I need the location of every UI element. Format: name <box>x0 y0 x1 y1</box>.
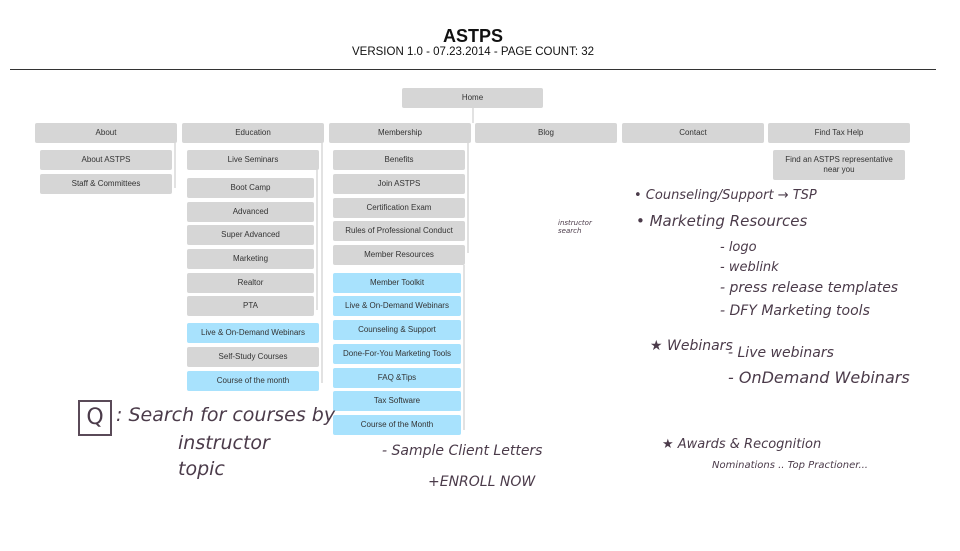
node-cert-exam[interactable]: Certification Exam <box>333 198 465 218</box>
node-seminar[interactable]: Super Advanced <box>187 225 314 245</box>
node-find-representative[interactable]: Find an ASTPS representative near you <box>773 150 905 180</box>
node-resource[interactable]: Done-For-You Marketing Tools <box>333 344 461 364</box>
node-edu-webinars[interactable]: Live & On-Demand Webinars <box>187 323 319 343</box>
node-staff-committees[interactable]: Staff & Committees <box>40 174 172 194</box>
note-instructor-search: instructor search <box>558 219 592 235</box>
node-seminar[interactable]: Advanced <box>187 202 314 222</box>
note-topic: topic <box>178 458 225 480</box>
node-course-of-month[interactable]: Course of the month <box>187 371 319 391</box>
note-press: - press release templates <box>720 280 899 296</box>
note-search: : Search for courses by <box>116 404 336 426</box>
note-instructor: instructor <box>178 432 270 454</box>
node-join[interactable]: Join ASTPS <box>333 174 465 194</box>
node-seminar[interactable]: Realtor <box>187 273 314 293</box>
connector <box>472 108 474 123</box>
node-live-seminars[interactable]: Live Seminars <box>187 150 319 170</box>
note-dfy: - DFY Marketing tools <box>720 303 870 319</box>
note-counseling: • Counseling/Support → TSP <box>634 188 817 203</box>
connector <box>463 265 465 430</box>
node-seminar[interactable]: PTA <box>187 296 314 316</box>
node-resource[interactable]: Counseling & Support <box>333 320 461 340</box>
search-q-icon: Q <box>78 400 112 436</box>
note-marketing: • Marketing Resources <box>636 212 808 230</box>
connector <box>321 143 323 383</box>
node-member-resources[interactable]: Member Resources <box>333 245 465 265</box>
note-logo: - logo <box>720 240 757 255</box>
node-home[interactable]: Home <box>402 88 543 108</box>
node-resource[interactable]: Tax Software <box>333 391 461 411</box>
node-about[interactable]: About <box>35 123 177 143</box>
divider <box>10 69 936 70</box>
connector <box>316 170 318 310</box>
note-sample-letters: - Sample Client Letters <box>382 443 543 459</box>
note-nominations: Nominations .. Top Practioner... <box>712 460 868 471</box>
node-about-astps[interactable]: About ASTPS <box>40 150 172 170</box>
note-awards: ★ Awards & Recognition <box>662 437 822 452</box>
note-live-webinars: - Live webinars <box>728 345 834 361</box>
node-resource[interactable]: Live & On-Demand Webinars <box>333 296 461 316</box>
page-title: ASTPS <box>442 26 503 46</box>
node-education[interactable]: Education <box>182 123 324 143</box>
connector <box>174 143 176 188</box>
node-self-study[interactable]: Self-Study Courses <box>187 347 319 367</box>
node-seminar[interactable]: Marketing <box>187 249 314 269</box>
version-subtitle: VERSION 1.0 - 07.23.2014 - PAGE COUNT: 3… <box>351 46 595 58</box>
node-rules[interactable]: Rules of Professional Conduct <box>333 221 465 241</box>
note-webinars: ★ Webinars <box>650 338 733 354</box>
node-contact[interactable]: Contact <box>622 123 764 143</box>
node-resource[interactable]: Member Toolkit <box>333 273 461 293</box>
node-resource[interactable]: Course of the Month <box>333 415 461 435</box>
node-resource[interactable]: FAQ &Tips <box>333 368 461 388</box>
node-benefits[interactable]: Benefits <box>333 150 465 170</box>
node-membership[interactable]: Membership <box>329 123 471 143</box>
node-blog[interactable]: Blog <box>475 123 617 143</box>
connector <box>467 143 469 253</box>
node-seminar[interactable]: Boot Camp <box>187 178 314 198</box>
node-find-tax-help[interactable]: Find Tax Help <box>768 123 910 143</box>
note-ondemand: - OnDemand Webinars <box>728 368 910 387</box>
note-weblink: - weblink <box>720 260 779 275</box>
note-enroll: +ENROLL NOW <box>428 474 536 490</box>
